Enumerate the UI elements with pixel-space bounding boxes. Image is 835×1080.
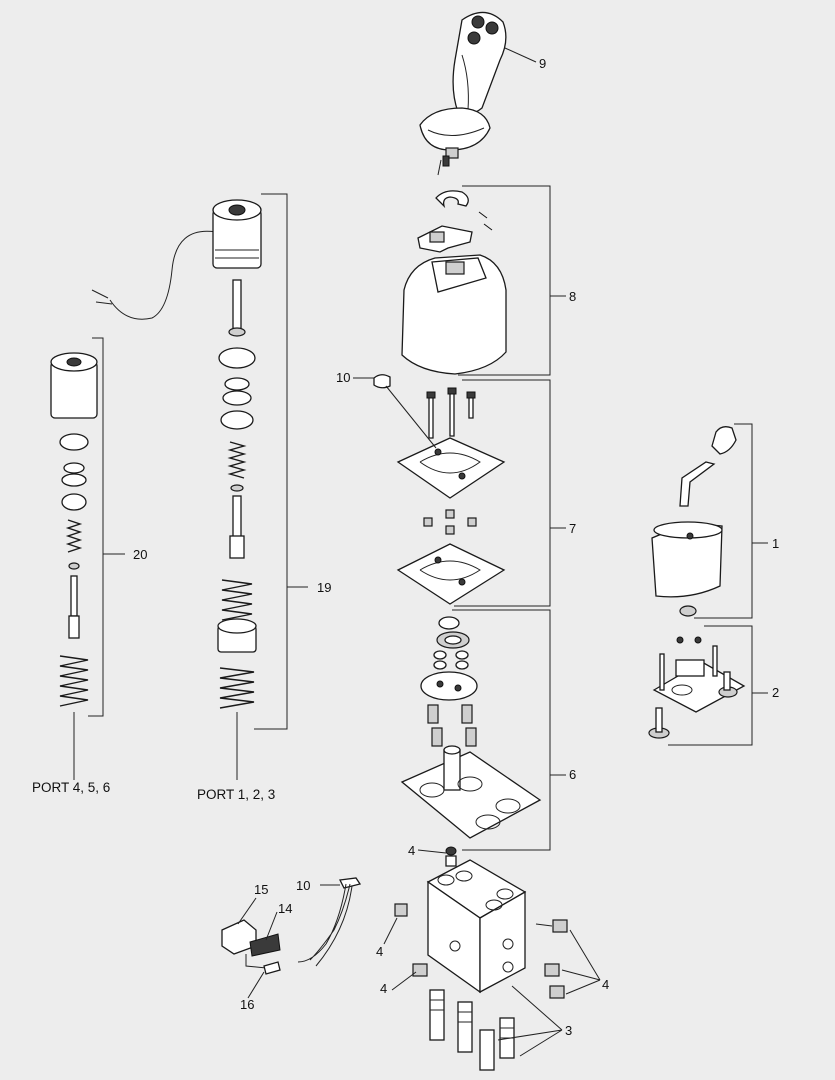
port-label-left: PORT 4, 5, 6 <box>32 780 111 795</box>
callout-8: 8 <box>569 289 577 304</box>
wire-harness-part-10 <box>297 877 362 967</box>
handle-grip-part-9 <box>419 11 507 176</box>
plate-assembly-part-7 <box>373 374 506 605</box>
callout-7: 7 <box>569 521 577 536</box>
callout-4-right: 4 <box>602 977 610 992</box>
callout-14: 14 <box>278 901 293 916</box>
base-assembly-part-6 <box>400 616 542 839</box>
callout-10-top: 10 <box>336 370 351 385</box>
callout-2: 2 <box>772 685 780 700</box>
callout-9: 9 <box>539 56 547 71</box>
port-label-right: PORT 1, 2, 3 <box>197 787 276 802</box>
callout-15: 15 <box>254 882 269 897</box>
connector-kit-parts-14-15-16 <box>221 919 281 975</box>
solenoid-stack-part-19 <box>91 199 262 709</box>
solenoid-stack-part-20 <box>50 352 98 707</box>
callout-10-lower: 10 <box>296 878 311 893</box>
callout-4-left: 4 <box>376 944 384 959</box>
lever-assembly-part-1 <box>651 426 737 617</box>
boot-assembly-part-8 <box>401 190 507 375</box>
callout-1: 1 <box>772 536 780 551</box>
callout-3: 3 <box>565 1023 573 1038</box>
leader-lines <box>73 47 768 1057</box>
callout-4-lower-left: 4 <box>380 981 388 996</box>
mounting-assembly-part-2 <box>648 636 746 739</box>
callout-19: 19 <box>317 580 332 595</box>
valve-body-block <box>394 846 568 1071</box>
callout-20: 20 <box>133 547 148 562</box>
callout-4-top: 4 <box>408 843 416 858</box>
callout-16: 16 <box>240 997 255 1012</box>
callout-6: 6 <box>569 767 577 782</box>
